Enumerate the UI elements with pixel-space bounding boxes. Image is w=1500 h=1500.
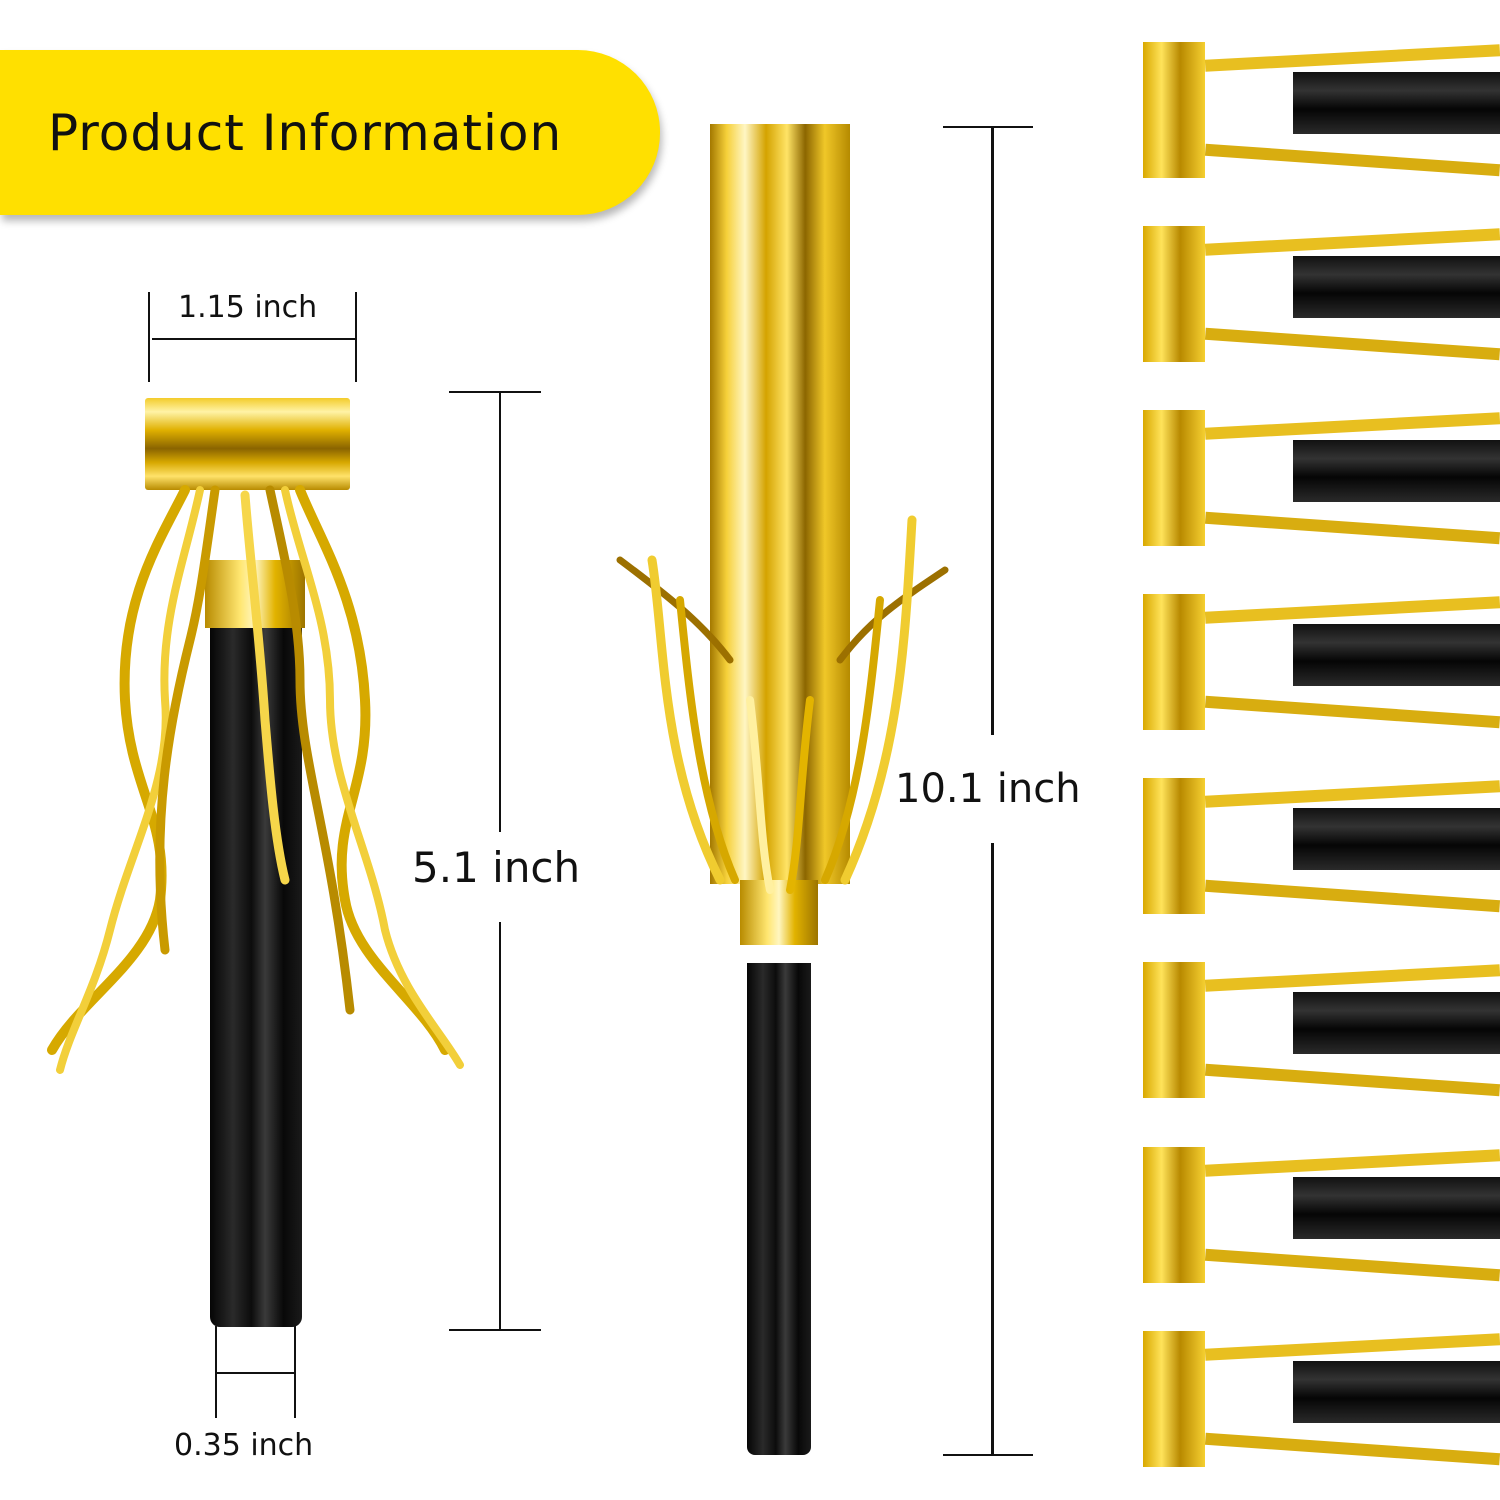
height-dimension-top-tick <box>449 391 541 393</box>
tube-width-left-tick <box>215 1326 217 1418</box>
stacked-blower <box>1143 778 1500 914</box>
stacked-blower <box>1143 226 1500 362</box>
length-dimension-bottom-tick <box>943 1454 1033 1456</box>
product-information-banner: Product Information <box>0 50 660 215</box>
stacked-blower <box>1143 1147 1500 1283</box>
width-dimension-left-tick <box>148 292 150 382</box>
mouthpiece-tube <box>210 622 302 1327</box>
stacked-blower <box>1143 594 1500 730</box>
width-dimension-right-tick <box>355 292 357 382</box>
rolled-foil-head <box>145 398 350 490</box>
center-streamers-icon <box>616 515 949 894</box>
length-dimension-top-tick <box>943 126 1033 128</box>
width-dimension-label: 1.15 inch <box>178 290 318 325</box>
tube-width-line <box>217 1372 295 1374</box>
foil-neck <box>740 880 818 945</box>
length-dimension-line-upper <box>991 127 994 735</box>
gold-streamers-icon <box>47 485 464 1074</box>
tube-width-label: 0.35 inch <box>174 1428 314 1463</box>
length-dimension-line-lower <box>991 843 994 1455</box>
stacked-blower <box>1143 1331 1500 1467</box>
extended-foil-tube <box>710 124 850 884</box>
stacked-blower <box>1143 962 1500 1098</box>
stacked-blower <box>1143 410 1500 546</box>
stacked-blower <box>1143 42 1500 178</box>
height-dimension-line-lower <box>499 922 501 1330</box>
length-dimension-label: 10.1 inch <box>895 766 1081 812</box>
banner-title: Product Information <box>48 103 563 162</box>
width-dimension-line <box>152 338 356 340</box>
tube-width-right-tick <box>294 1326 296 1418</box>
center-mouthpiece-tube <box>747 963 811 1455</box>
height-dimension-label: 5.1 inch <box>412 843 581 892</box>
height-dimension-bottom-tick <box>449 1329 541 1331</box>
height-dimension-line-upper <box>499 392 501 832</box>
